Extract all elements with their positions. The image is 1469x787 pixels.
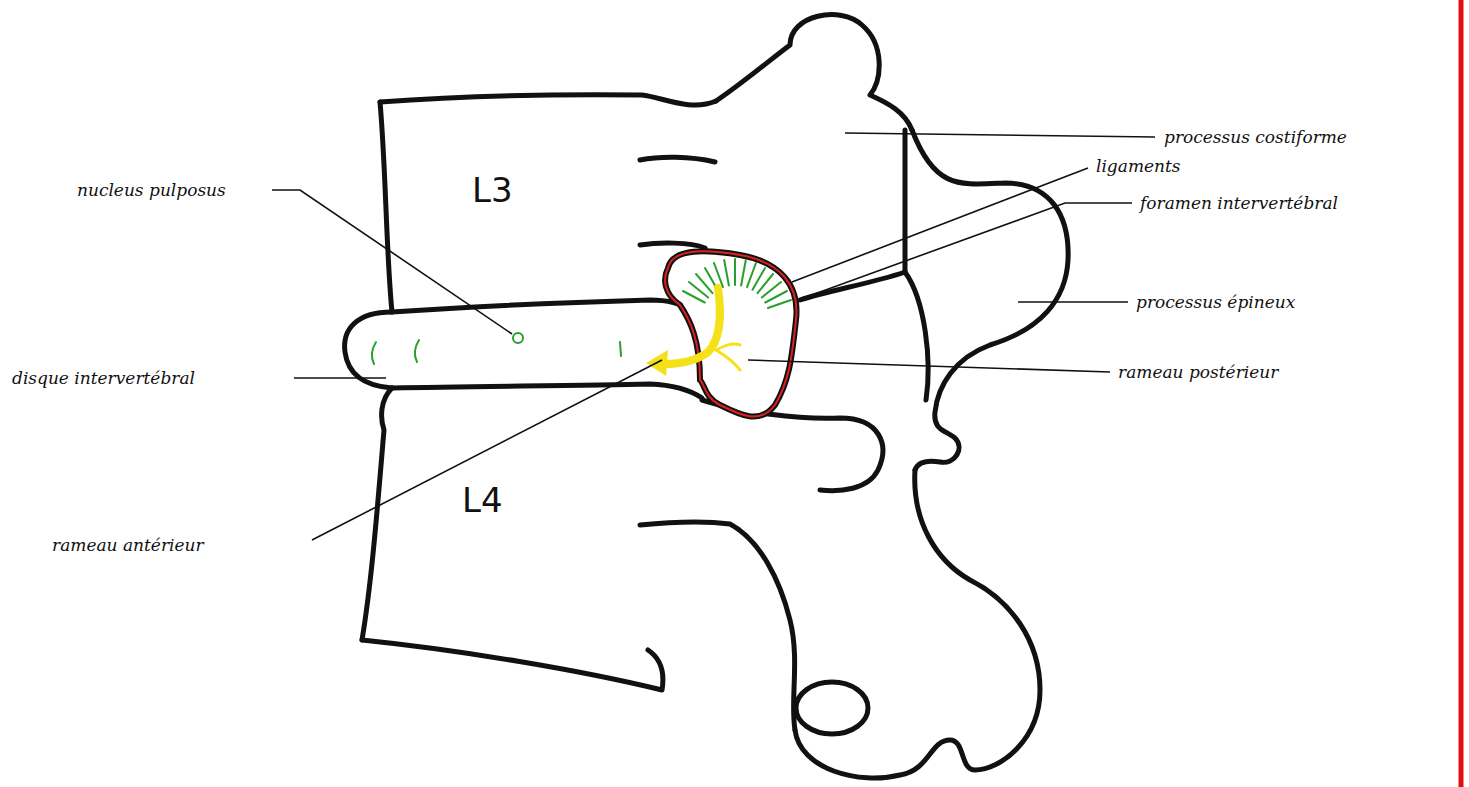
ligament-hatching xyxy=(683,259,791,308)
part-label: ligaments xyxy=(1094,156,1183,176)
part-label: disque intervertébral xyxy=(10,368,197,388)
costiform-process-outline xyxy=(903,130,908,272)
vertebral-body-outline xyxy=(380,102,392,312)
articular-process-outline xyxy=(702,400,883,491)
disc-outline xyxy=(392,384,702,398)
part-label: processus costiforme xyxy=(1162,127,1349,147)
part-label: nucleus pulposus xyxy=(75,180,228,200)
part-label: foramen intervertébral xyxy=(1138,193,1340,213)
articular-facet xyxy=(796,682,868,734)
spinal-nerve xyxy=(664,288,740,370)
costiform-process-outline xyxy=(640,157,715,162)
vertebra-label: L3 xyxy=(470,170,515,211)
articular-process-outline xyxy=(640,522,795,730)
part-label: processus épineux xyxy=(1134,292,1297,312)
vertebral-body-outline xyxy=(362,640,663,690)
costiform-process-outline xyxy=(905,272,928,400)
foramen-ligament-outline xyxy=(665,251,796,416)
vertebral-body-outline xyxy=(380,95,716,105)
vertebra-label: L4 xyxy=(460,480,505,521)
vertebral-body-outline xyxy=(392,300,690,312)
leader-line xyxy=(272,133,1155,540)
costiform-process-outline xyxy=(640,243,705,248)
spinous-process-outline xyxy=(795,470,1040,778)
articular-process-outline xyxy=(800,272,905,300)
intervertebral-foramen xyxy=(665,251,796,416)
page-margin-line xyxy=(1459,0,1464,787)
part-label: rameau postérieur xyxy=(1116,362,1280,382)
part-label: rameau antérieur xyxy=(50,535,206,555)
disc-outline xyxy=(345,312,392,388)
vertebral-body-outline xyxy=(362,388,392,640)
articular-process-outline xyxy=(716,15,912,130)
disc-fibre-marks xyxy=(372,340,621,364)
nucleus-dot xyxy=(513,333,523,343)
spinous-process-outline xyxy=(912,130,1068,470)
